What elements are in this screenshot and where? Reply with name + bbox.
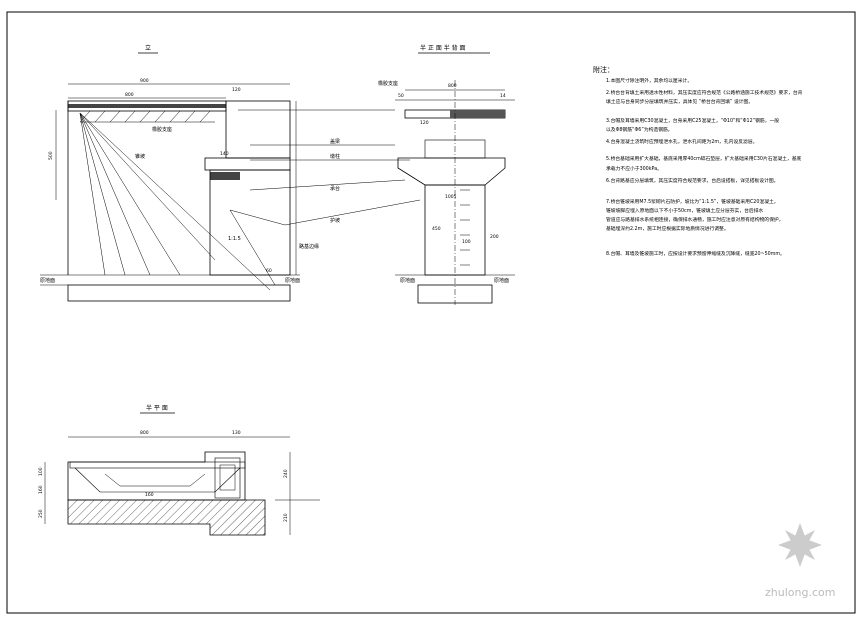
cross-top-dim: 800: [448, 83, 457, 89]
note-item-4: 3.台帽及耳墙采用C30混凝土，台身采用C25混凝土，“Φ10”和“Φ12”钢筋…: [606, 117, 779, 124]
elevation-ground-label-mid: 原地面: [285, 277, 300, 284]
plan-left-h1: 100: [38, 467, 44, 476]
elevation-view: 立 900 800 120 橡胶支座 500: [40, 44, 319, 302]
note-item-7: 5.桥台基础采用扩大基础，基底采用厚40cm碎石垫层，扩大基础采用C30片石混凝…: [606, 155, 802, 162]
plan-right-h1: 240: [283, 469, 289, 478]
elevation-top-right-dim: 120: [232, 87, 241, 93]
watermark-text: zhulong.com: [765, 586, 835, 599]
leader-label-6: 护坡: [330, 217, 340, 224]
note-item-10: 7.桥台锥坡采用M7.5浆砌片石防护，坡比为“1:1.5”，锥坡基础采用C20混…: [606, 198, 779, 205]
leader-label-4: 承台: [330, 185, 340, 192]
elevation-deck-dim: 800: [125, 92, 134, 98]
note-item-12: 管道应与路基排水系统相连接，确保排水通畅，施工时应注意对原有结构物的保护，: [606, 216, 784, 223]
note-item-5: 以及Φ8钢筋“Φ6”为构造钢筋。: [606, 126, 673, 133]
plan-title: 半 平 面: [146, 404, 168, 412]
plan-view: 半 平 面 800 130 160 100 160 250 240 210: [38, 404, 320, 536]
leader-lines: [229, 109, 421, 226]
notes-heading: 附注：: [593, 65, 614, 74]
elevation-pier-body: [209, 169, 291, 276]
elevation-pier-diag: [229, 209, 276, 286]
elevation-leader-label-5: 1:1.5: [228, 236, 241, 242]
cross-base-right-dim: 100: [462, 239, 471, 245]
elevation-left-height: 500: [48, 151, 54, 160]
cross-column-rebar: [460, 189, 470, 266]
plan-mid-dim: 160: [145, 492, 154, 498]
note-item-9: 6.台背路基应分层填筑，其压实度符合规范要求，台后设搭板，详见搭板设计图。: [606, 177, 778, 184]
plan-body-outline: [67, 451, 246, 501]
elevation-leader-label-7: 路基边缘: [299, 243, 319, 250]
cone-fan-lines: [79, 112, 271, 291]
cross-left-small-dim: 50: [398, 93, 404, 99]
cross-right-small-dim: 14: [500, 93, 506, 99]
note-item-13: 基础埋深约2.2m，施工时应根据实际地质情况进行调整。: [606, 225, 729, 232]
plan-footing-hatch: [67, 499, 266, 536]
note-item-14: 8.台帽、耳墙及锥坡施工时，应按设计要求预留伸缩缝及沉降缝，缝宽20~50mm。: [606, 250, 785, 257]
deck-hatch: [79, 110, 211, 123]
elevation-leader-label-8: 锥坡: [135, 153, 145, 160]
sheet-border: [6, 11, 856, 614]
leader-label-3: 墩柱: [330, 153, 340, 160]
cross-base-left-dim: 450: [432, 226, 441, 232]
cross-footing: [417, 284, 493, 304]
notes-block: 附注： 1.本图尺寸除注明外，其余均以厘米计。 2.桥台台背填土采用透水性材料，…: [593, 65, 803, 257]
elevation-ground-label-left: 原地面: [40, 277, 55, 284]
note-item-6: 4.台身混凝土浇筑时应预埋泄水孔，泄水孔间距为2m，孔内设反滤层。: [606, 138, 757, 145]
cross-ground-label-right: 原地面: [494, 277, 509, 284]
note-item-8: 承载力不应小于300kPa。: [606, 165, 662, 172]
plan-bearing-inner: [219, 464, 236, 491]
cross-section-title: 半 正 面 半 背 面: [420, 44, 466, 52]
deck-top-strip: [68, 104, 226, 108]
elevation-bearing: [210, 172, 240, 180]
cross-leader-label-1: 橡胶支座: [378, 80, 398, 87]
elevation-top-dim: 900: [140, 78, 149, 84]
plan-right-h2: 210: [283, 513, 289, 522]
cross-side-dim: 200: [490, 234, 499, 240]
cross-mid-dim: 120: [420, 120, 429, 126]
leader-label-2: 盖梁: [330, 138, 340, 145]
plan-right-span-dim: 130: [232, 430, 241, 436]
cross-cap-beam: [397, 157, 506, 186]
note-item-3: 填土应与台身同步分层填筑并压实，具体见 “桥台台背回填” 设计图。: [606, 98, 753, 105]
cross-ground-label-left: 原地面: [400, 277, 415, 284]
plan-inner-strip: [69, 461, 246, 469]
plan-slope-inner: [104, 473, 206, 487]
cross-section-view: 半 正 面 半 背 面 800 50 14 橡胶支座 120 450 100 1…: [378, 44, 515, 305]
elevation-cap-block: [225, 100, 291, 159]
watermark-logo: [778, 523, 822, 567]
plan-left-h3: 250: [38, 509, 44, 518]
elevation-pier-top-dim: 140: [220, 151, 229, 157]
note-item-1: 1.本图尺寸除注明外，其余均以厘米计。: [606, 77, 692, 84]
plan-slope: [74, 467, 241, 493]
plan-left-h2: 160: [38, 485, 44, 494]
elevation-pier-base-dim: 60: [266, 268, 272, 274]
elevation-footing: [67, 284, 291, 302]
cross-bottom-dim: 1005: [445, 194, 457, 200]
note-item-2: 2.桥台台背填土采用透水性材料，其压实度应符合规范《公路桥涵施工技术规范》要求，…: [606, 89, 803, 96]
elevation-title: 立: [145, 44, 151, 52]
cross-deck-right: [450, 110, 505, 118]
plan-left-span-dim: 800: [140, 430, 149, 436]
plan-bearing-box: [214, 457, 241, 499]
elevation-leader-label-1: 橡胶支座: [152, 126, 172, 133]
note-item-11: 锥坡坡脚应埋入原地面以下不小于50cm，锥坡填土应分层夯实，台后排水: [606, 207, 764, 214]
